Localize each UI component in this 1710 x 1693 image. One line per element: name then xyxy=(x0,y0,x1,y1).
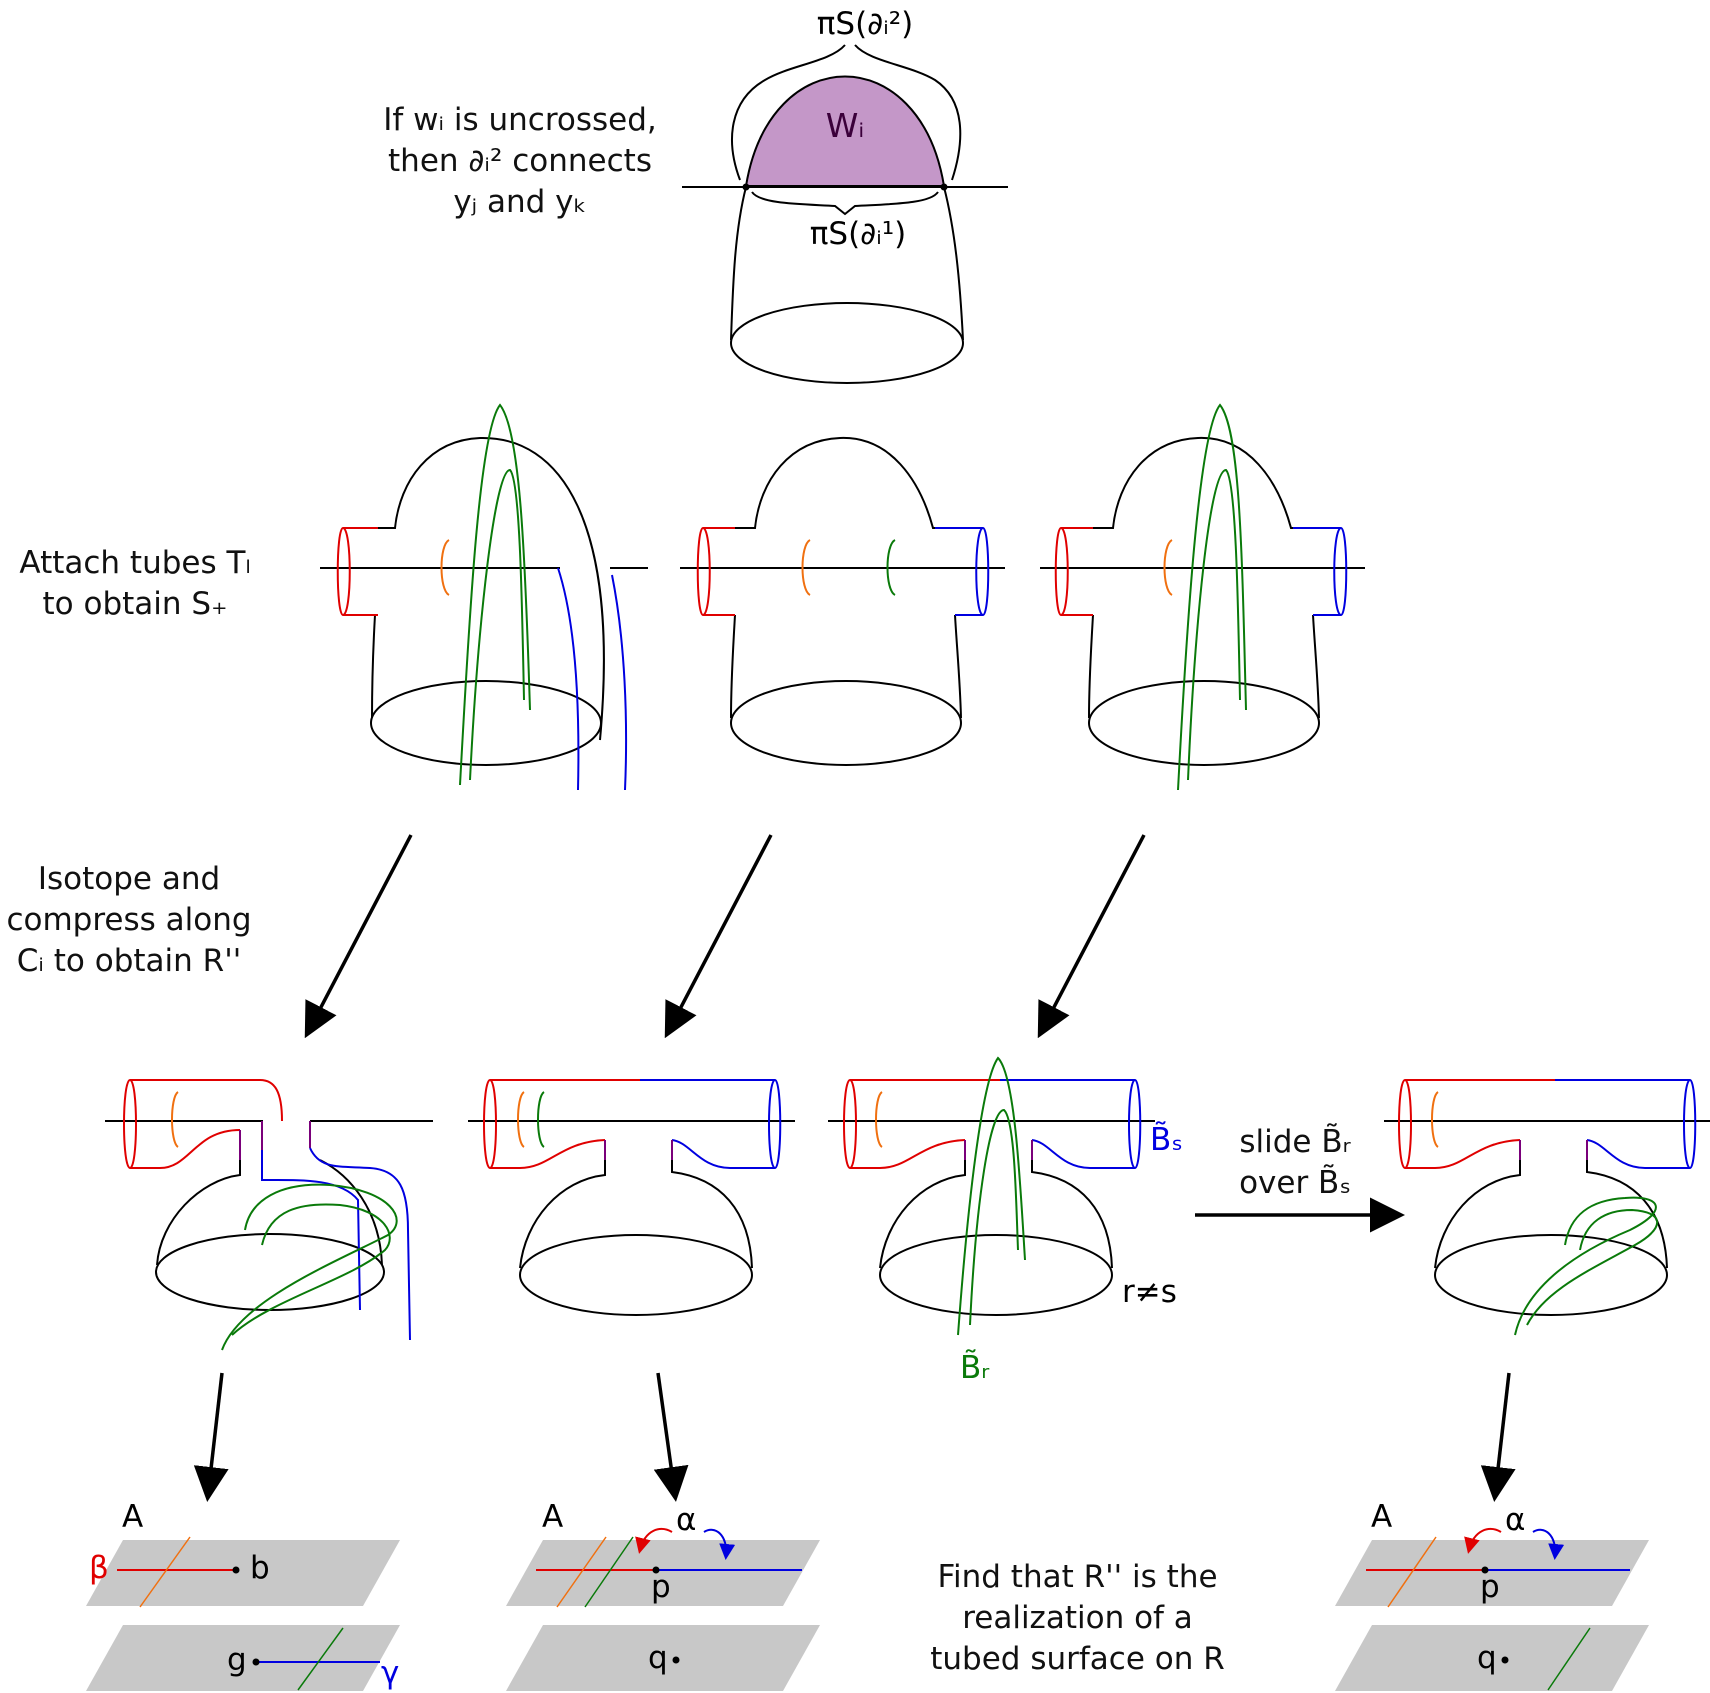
w-label: Wᵢ xyxy=(826,106,865,145)
row2-figure-2 xyxy=(680,436,1005,766)
p-label-1: p xyxy=(651,1569,671,1605)
find-note-line-2: realization of a xyxy=(962,1600,1193,1636)
row2-figure-3 xyxy=(1040,403,1365,791)
slide-note-line-2: over B̃ₛ xyxy=(1239,1165,1351,1201)
plane-label-a-1: A xyxy=(122,1499,143,1535)
find-note-line-3: tubed surface on R xyxy=(930,1641,1225,1677)
uncrossed-note-line-2: then ∂ᵢ² connects xyxy=(388,143,652,179)
attach-note-line-1: Attach tubes Tₗ xyxy=(19,545,251,581)
row3-figure-2 xyxy=(468,1079,795,1316)
cylinder-base xyxy=(730,302,964,384)
uncrossed-note-line-3: yⱼ and yₖ xyxy=(453,184,587,220)
slide-note: slide B̃ᵣ over B̃ₛ xyxy=(1200,1122,1390,1204)
brace-top xyxy=(731,44,962,181)
b-s-label: B̃ₛ xyxy=(1150,1122,1183,1158)
cylinder-left xyxy=(730,186,747,341)
alpha-label-2: α xyxy=(1505,1502,1525,1538)
plane-label-a-3: A xyxy=(1371,1499,1392,1535)
attach-note-line-2: to obtain S₊ xyxy=(42,586,228,622)
down-arrow-4 xyxy=(193,1372,229,1502)
gamma-label: γ xyxy=(381,1655,399,1691)
isotope-note: Isotope and compress along Cᵢ to obtain … xyxy=(0,859,258,982)
down-arrow-2 xyxy=(664,834,773,1039)
isotope-note-line-3: Cᵢ to obtain R'' xyxy=(16,943,242,979)
row2-figure-1 xyxy=(320,403,648,791)
row3-figure-4 xyxy=(1384,1079,1710,1336)
q-label-1: q xyxy=(648,1640,668,1676)
isotope-note-line-2: compress along xyxy=(6,902,252,938)
planes-middle: A α p q xyxy=(506,1499,820,1691)
attach-note: Attach tubes Tₗ to obtain S₊ xyxy=(0,543,270,625)
q-label-2: q xyxy=(1477,1640,1497,1676)
cylinder-right xyxy=(943,186,964,341)
uncrossed-note: If wᵢ is uncrossed, then ∂ᵢ² connects yⱼ… xyxy=(370,100,670,223)
find-note-line-1: Find that R'' is the xyxy=(937,1559,1218,1595)
p-label-2: p xyxy=(1480,1569,1500,1605)
r-neq-s-label: r≠s xyxy=(1122,1274,1177,1310)
g-label: g xyxy=(227,1642,247,1678)
pi-bottom-label: πS(∂ᵢ¹) xyxy=(810,216,907,252)
top-figure: Wᵢ πS(∂ᵢ²) πS(∂ᵢ¹) xyxy=(682,6,1008,384)
beta-label: β xyxy=(89,1550,109,1586)
w-region xyxy=(744,75,946,187)
b-r-label: B̃ᵣ xyxy=(960,1350,990,1386)
down-arrow-5 xyxy=(653,1372,689,1502)
uncrossed-note-line-1: If wᵢ is uncrossed, xyxy=(383,102,657,138)
planes-left: A β b g γ xyxy=(86,1499,400,1691)
down-arrow-3 xyxy=(1037,834,1146,1039)
row3-figure-1 xyxy=(105,1079,433,1351)
brace-bottom xyxy=(751,191,939,216)
find-note: Find that R'' is the realization of a tu… xyxy=(905,1557,1250,1680)
planes-right: A α p q xyxy=(1335,1499,1649,1691)
alpha-label-1: α xyxy=(676,1502,696,1538)
down-arrow-1 xyxy=(304,834,413,1039)
slide-note-line-1: slide B̃ᵣ xyxy=(1239,1124,1351,1160)
down-arrow-6 xyxy=(1480,1372,1516,1502)
b-label: b xyxy=(250,1550,270,1586)
isotope-note-line-1: Isotope and xyxy=(37,861,221,897)
row3-figure-3 xyxy=(828,1056,1155,1336)
pi-top-label: πS(∂ᵢ²) xyxy=(817,6,914,42)
plane-label-a-2: A xyxy=(542,1499,563,1535)
